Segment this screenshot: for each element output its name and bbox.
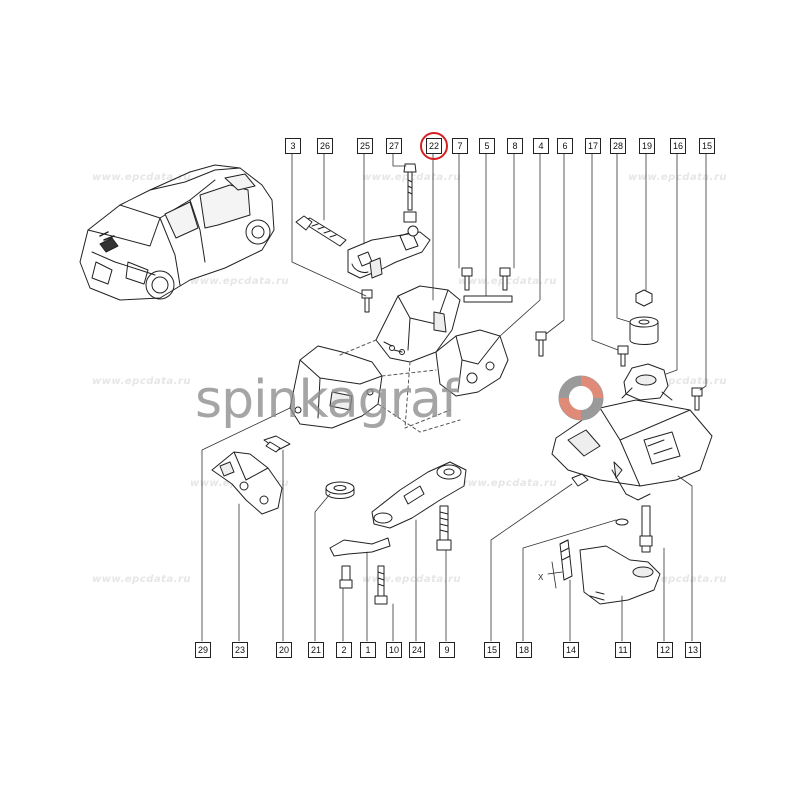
callout-2[interactable]: 2 bbox=[336, 642, 352, 658]
callout-7[interactable]: 7 bbox=[452, 138, 468, 154]
callout-26[interactable]: 26 bbox=[317, 138, 333, 154]
callout-3[interactable]: 3 bbox=[285, 138, 301, 154]
lifebuoy-logo-icon bbox=[558, 375, 604, 421]
part-12-stud bbox=[639, 505, 653, 553]
part-25-torque-rod bbox=[347, 225, 431, 279]
part-19-nut bbox=[635, 289, 653, 307]
watermark: www.epcdata.ru bbox=[92, 574, 192, 585]
watermark: www.epcdata.ru bbox=[458, 478, 558, 489]
callout-6[interactable]: 6 bbox=[557, 138, 573, 154]
watermark: www.epcdata.ru bbox=[92, 376, 192, 387]
callout-17[interactable]: 17 bbox=[585, 138, 601, 154]
part-4-bracket bbox=[435, 329, 509, 397]
callout-9[interactable]: 9 bbox=[439, 642, 455, 658]
callout-25[interactable]: 25 bbox=[357, 138, 373, 154]
callout-18[interactable]: 18 bbox=[516, 642, 532, 658]
part-29-left-bracket bbox=[289, 345, 383, 429]
part-2-bolt bbox=[339, 565, 353, 589]
part-21-washer bbox=[325, 481, 355, 499]
detail-mark-x: X bbox=[538, 573, 544, 582]
part-3-bolt bbox=[361, 289, 373, 313]
part-20-bolt bbox=[263, 435, 291, 453]
part-17-bolt bbox=[617, 345, 629, 367]
highlight-ring-22 bbox=[420, 132, 448, 160]
callout-15-bottom[interactable]: 15 bbox=[484, 642, 500, 658]
part-8-bolt bbox=[499, 267, 511, 291]
part-22-mount-bracket bbox=[375, 285, 461, 363]
callout-23[interactable]: 23 bbox=[232, 642, 248, 658]
callout-16[interactable]: 16 bbox=[670, 138, 686, 154]
watermark: www.epcdata.ru bbox=[362, 574, 462, 585]
part-23-lower-bracket bbox=[211, 451, 283, 515]
brand-wordmark: spinkagraf bbox=[195, 370, 459, 430]
callout-11[interactable]: 11 bbox=[615, 642, 631, 658]
callout-27[interactable]: 27 bbox=[386, 138, 402, 154]
part-1-bracket bbox=[329, 537, 391, 557]
part-9-bolt bbox=[436, 505, 452, 551]
part-6-bolt bbox=[535, 331, 547, 357]
part-28-bush bbox=[629, 316, 659, 345]
part-26-bolt bbox=[295, 215, 347, 247]
callout-24[interactable]: 24 bbox=[409, 642, 425, 658]
callout-19[interactable]: 19 bbox=[639, 138, 655, 154]
subframe-tray bbox=[551, 399, 713, 501]
part-16-engine-mount bbox=[621, 363, 673, 401]
callout-29[interactable]: 29 bbox=[195, 642, 211, 658]
part-14-stud bbox=[559, 539, 573, 581]
callout-14[interactable]: 14 bbox=[563, 642, 579, 658]
part-11-lower-mount bbox=[579, 545, 661, 605]
callout-20[interactable]: 20 bbox=[276, 642, 292, 658]
watermark: www.epcdata.ru bbox=[628, 376, 728, 387]
part-24-lower-torque-rod bbox=[371, 461, 467, 529]
callout-10[interactable]: 10 bbox=[386, 642, 402, 658]
callout-5[interactable]: 5 bbox=[479, 138, 495, 154]
part-5-strap bbox=[463, 295, 513, 303]
part-7-bolt bbox=[461, 267, 473, 291]
part-15-lower-bolt bbox=[571, 473, 589, 487]
part-18-washer bbox=[615, 518, 629, 526]
part-27-bolt bbox=[403, 163, 417, 223]
car-illustration bbox=[79, 164, 275, 301]
watermark: www.epcdata.ru bbox=[190, 276, 290, 287]
callout-28[interactable]: 28 bbox=[610, 138, 626, 154]
watermark: www.epcdata.ru bbox=[628, 574, 728, 585]
callout-4[interactable]: 4 bbox=[533, 138, 549, 154]
callout-21[interactable]: 21 bbox=[308, 642, 324, 658]
watermark: www.epcdata.ru bbox=[92, 172, 192, 183]
callout-8[interactable]: 8 bbox=[507, 138, 523, 154]
part-15-bolt bbox=[691, 387, 703, 411]
callout-15[interactable]: 15 bbox=[699, 138, 715, 154]
callout-1[interactable]: 1 bbox=[360, 642, 376, 658]
part-10-bolt bbox=[374, 565, 388, 605]
callout-13[interactable]: 13 bbox=[685, 642, 701, 658]
callout-12[interactable]: 12 bbox=[657, 642, 673, 658]
